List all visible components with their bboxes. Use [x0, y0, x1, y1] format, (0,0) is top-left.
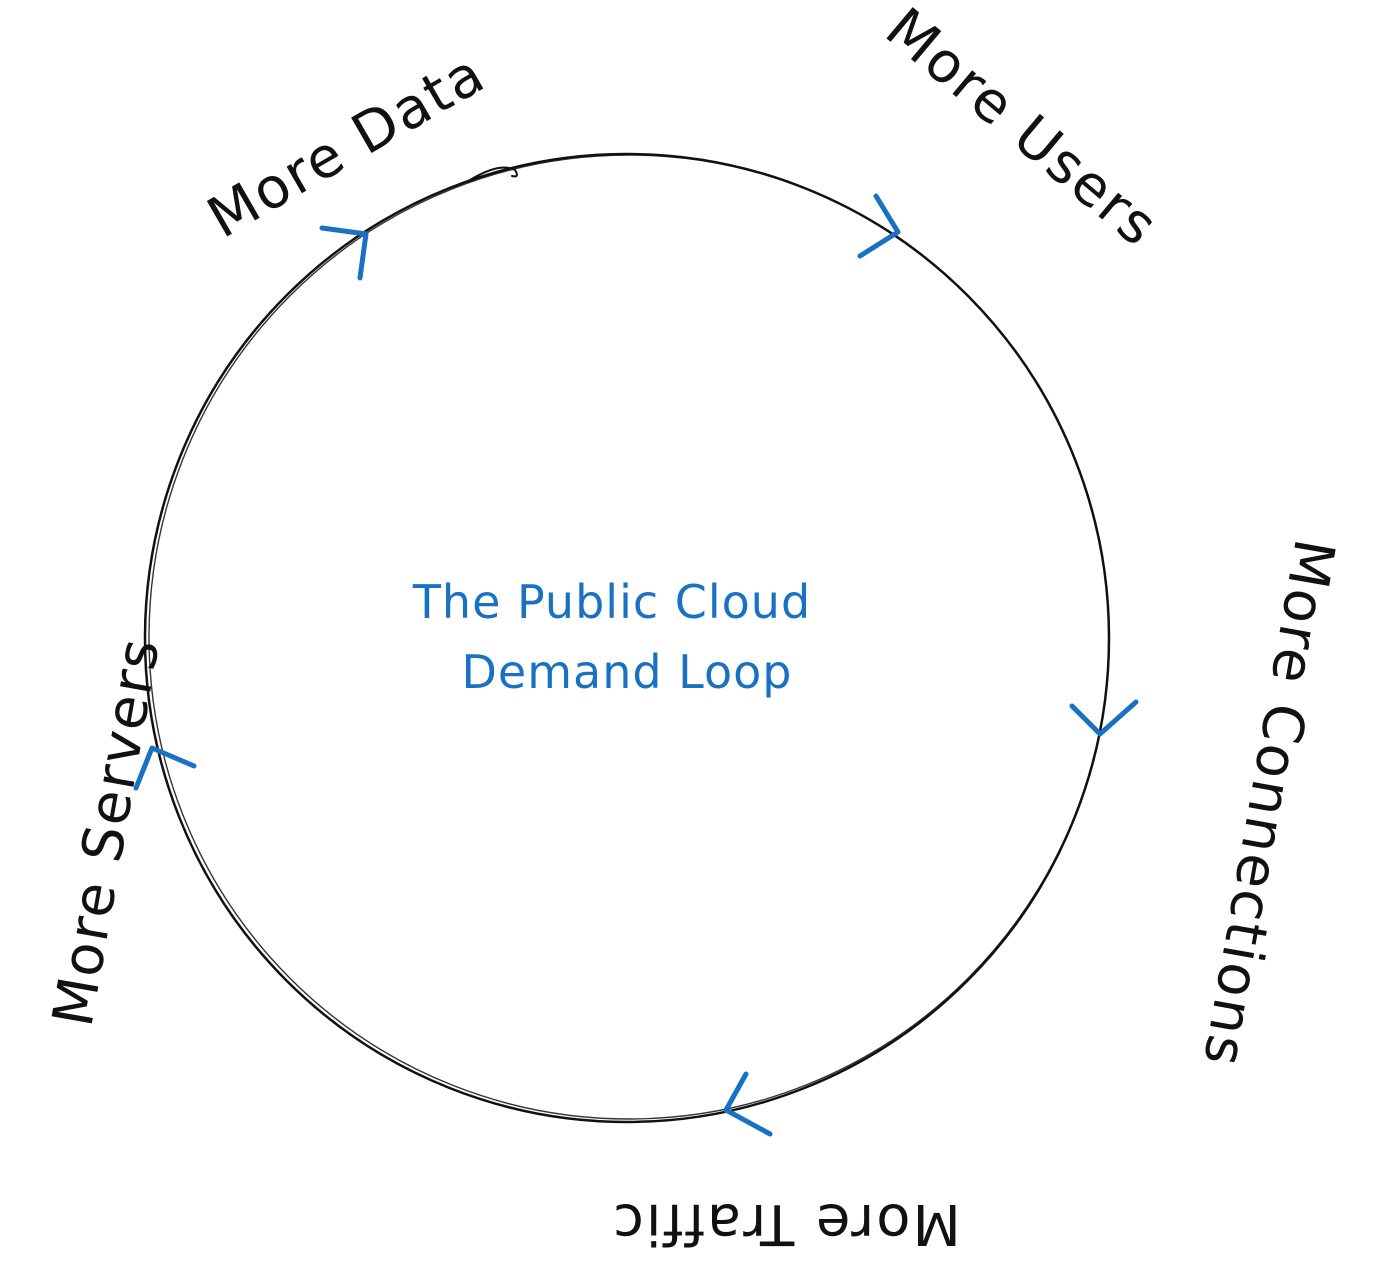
loop-circle-overlap-tail	[469, 166, 518, 181]
label-more-traffic: More Traffic	[611, 1191, 961, 1256]
chevron-arrow-icon	[319, 225, 369, 281]
center-title-line2: Demand Loop	[461, 645, 792, 699]
center-title: The Public Cloud Demand Loop	[412, 575, 811, 699]
loop-circle-stroke-2	[148, 154, 1110, 1120]
loop-circle-stroke-1	[143, 152, 1111, 1124]
label-more-connections: More Connections	[1190, 534, 1347, 1072]
chevron-arrow-icon	[723, 1071, 773, 1137]
chevron-arrow-icon	[133, 745, 197, 791]
loop-circle	[143, 152, 1111, 1124]
label-more-data: More Data	[197, 41, 497, 251]
label-more-users: More Users	[873, 0, 1170, 260]
chevron-arrow-icon	[857, 193, 901, 259]
chevron-arrow-icon	[1069, 699, 1139, 737]
label-more-servers: More Servers	[41, 632, 173, 1031]
loop-arrows	[133, 193, 1139, 1137]
center-title-line1: The Public Cloud	[412, 575, 811, 629]
